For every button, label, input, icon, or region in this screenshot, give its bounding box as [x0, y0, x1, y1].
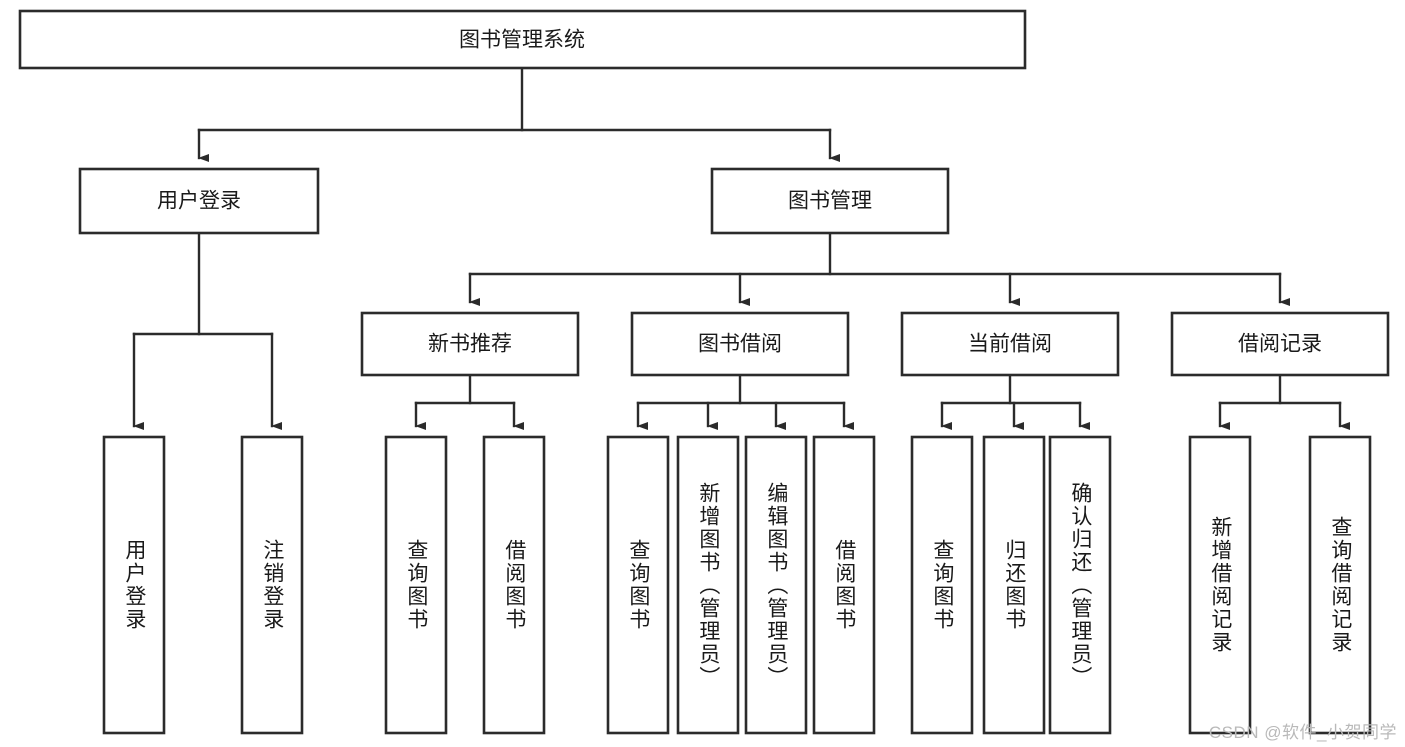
node-leaf-borrow-book-box[interactable]	[812, 435, 876, 735]
node-book-borrow-label: 图书借阅	[698, 333, 782, 356]
node-new-book-rec-box[interactable]	[360, 311, 580, 377]
node-leaf-query-book-cur-box[interactable]	[910, 435, 974, 735]
node-user-login-box[interactable]	[78, 167, 320, 235]
node-leaf-user-login-box[interactable]	[102, 435, 166, 735]
csdn-watermark: CSDN @软件_小贺同学	[1208, 723, 1397, 742]
node-current-borrow-box[interactable]	[900, 311, 1120, 377]
node-root-box[interactable]	[18, 9, 1027, 70]
node-borrow-record-box[interactable]	[1170, 311, 1390, 377]
node-book-manage-label: 图书管理	[788, 190, 872, 213]
connector-group	[132, 66, 1350, 430]
node-borrow-record-label: 借阅记录	[1238, 333, 1322, 356]
node-book-borrow-box[interactable]	[630, 311, 850, 377]
node-borrow-record[interactable]: 借阅记录	[1170, 311, 1390, 377]
node-book-manage[interactable]: 图书管理	[710, 167, 950, 235]
node-leaf-borrow-book-rec-box[interactable]	[482, 435, 546, 735]
node-user-login-label: 用户登录	[157, 190, 241, 213]
node-leaf-user-logout-box[interactable]	[240, 435, 304, 735]
node-book-borrow[interactable]: 图书借阅	[630, 311, 850, 377]
node-new-book-rec-label: 新书推荐	[428, 333, 512, 356]
node-leaf-add-book-box[interactable]	[676, 435, 740, 735]
node-user-login[interactable]: 用户登录	[78, 167, 320, 235]
node-new-book-rec[interactable]: 新书推荐	[360, 311, 580, 377]
node-leaf-confirm-return-box[interactable]	[1048, 435, 1112, 735]
node-book-manage-box[interactable]	[710, 167, 950, 235]
node-leaf-query-book-rec-box[interactable]	[384, 435, 448, 735]
node-leaf-edit-book-box[interactable]	[744, 435, 808, 735]
node-leaf-return-book-box[interactable]	[982, 435, 1046, 735]
node-current-borrow-label: 当前借阅	[968, 333, 1052, 356]
node-leaf-query-book-borrow-box[interactable]	[606, 435, 670, 735]
node-leaf-add-record-box[interactable]	[1188, 435, 1252, 735]
node-current-borrow[interactable]: 当前借阅	[900, 311, 1120, 377]
node-root-label: 图书管理系统	[459, 29, 585, 52]
node-root[interactable]: 图书管理系统	[18, 9, 1027, 70]
node-leaf-query-record-box[interactable]	[1308, 435, 1372, 735]
